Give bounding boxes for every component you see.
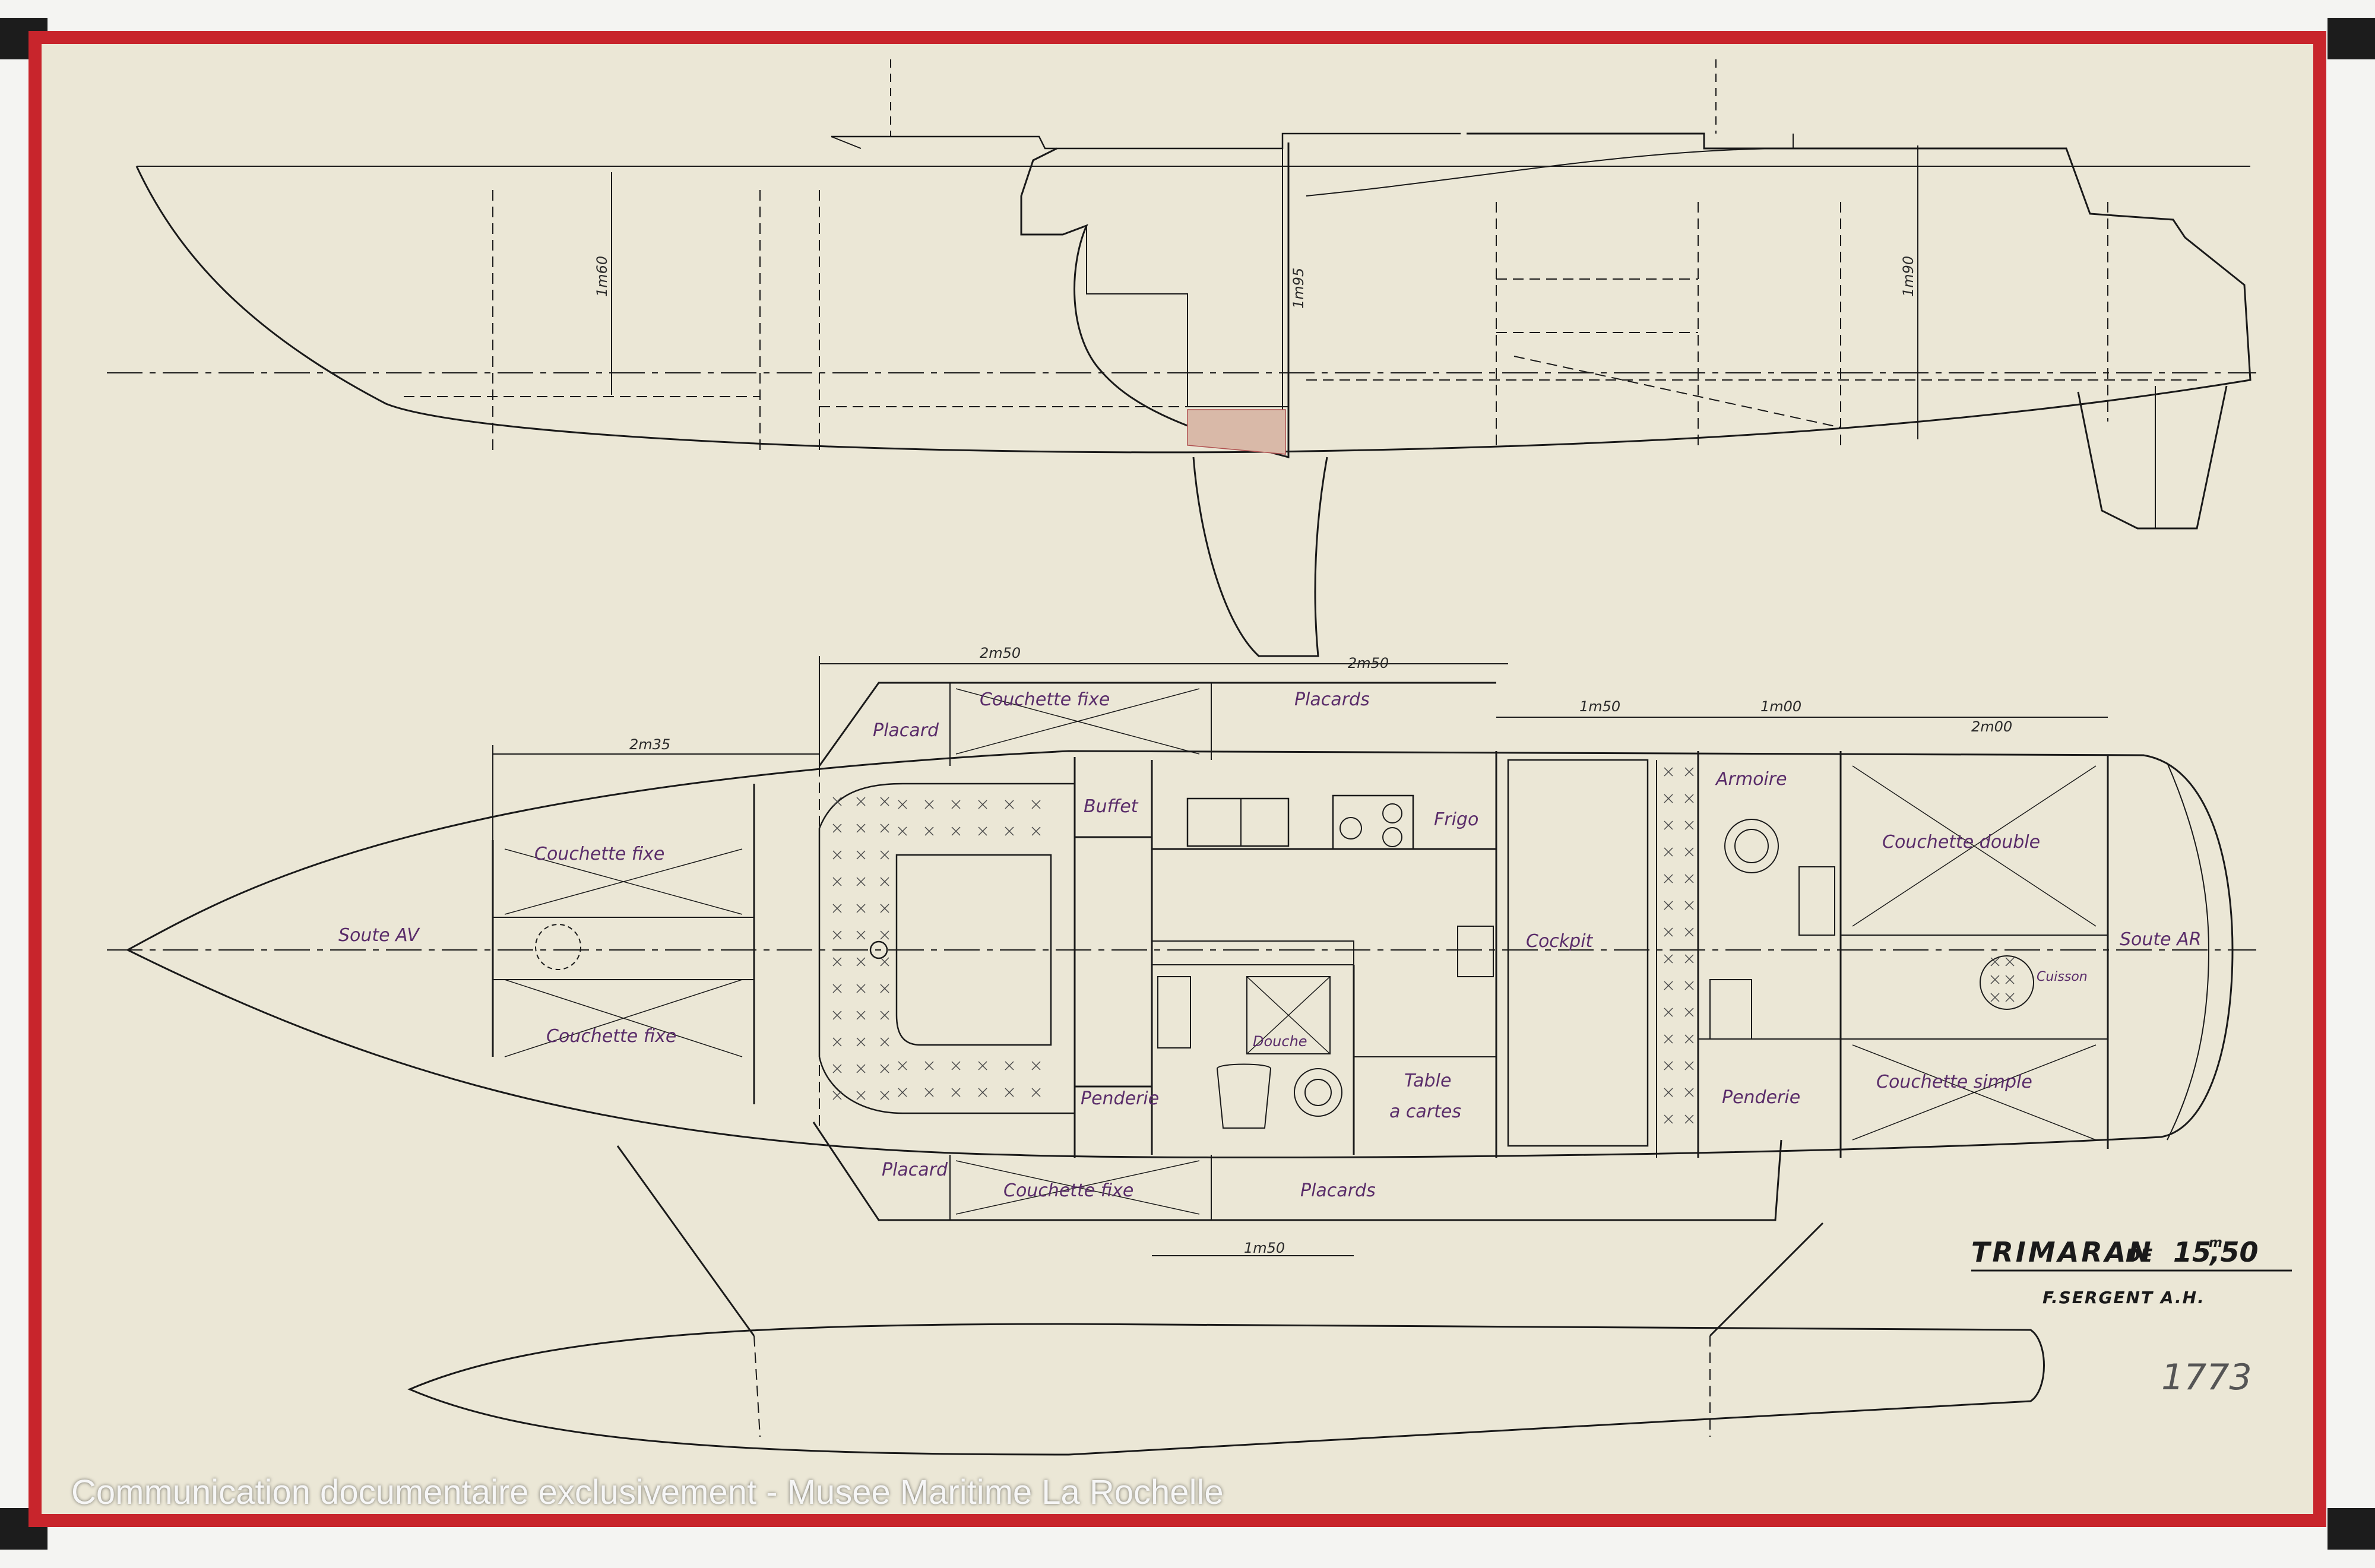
profile-view xyxy=(107,59,2256,657)
dim-label: 2m00 xyxy=(1971,718,2012,735)
label-couchette-simple: Couchette simple xyxy=(1876,1072,2032,1092)
label-couchette-fixe-fwd-2: Couchette fixe xyxy=(546,1026,676,1047)
label-table-1: Table xyxy=(1404,1070,1451,1091)
dim-label: 1m50 xyxy=(1579,698,1620,715)
label-placards-top: Placards xyxy=(1294,689,1370,710)
label-couchette-fixe-fwd-1: Couchette fixe xyxy=(534,844,664,864)
title-size: 15 xyxy=(2173,1236,2211,1268)
label-douche: Douche xyxy=(1253,1033,1307,1050)
label-soute-ar: Soute AR xyxy=(2120,929,2202,950)
label-table-2: a cartes xyxy=(1389,1101,1461,1122)
dim-profile-aft: 1m90 xyxy=(1900,256,1917,297)
archive-caption: Communication documentaire exclusivement… xyxy=(71,1473,1224,1512)
label-penderie-1: Penderie xyxy=(1081,1088,1159,1109)
room-labels: Placard Couchette fixe Placards Buffet F… xyxy=(338,689,2202,1201)
label-couchette-fixe-top: Couchette fixe xyxy=(980,689,1110,710)
dim-label: 2m50 xyxy=(980,645,1021,661)
tape-top-right xyxy=(2328,18,2375,59)
tape-bottom-right xyxy=(2328,1508,2375,1550)
dim-profile-fwd: 1m60 xyxy=(594,256,610,297)
plan-dimension-labels: 2m50 2m50 2m35 1m50 1m00 2m00 1m50 xyxy=(629,645,2012,1256)
dim-label: 2m35 xyxy=(629,736,670,753)
label-placard-top: Placard xyxy=(873,720,939,741)
label-frigo: Frigo xyxy=(1434,809,1478,830)
title-de: DE xyxy=(2126,1246,2153,1266)
label-buffet: Buffet xyxy=(1084,796,1139,817)
profile-dimension-labels: 1m60 1m95 1m90 xyxy=(594,256,1917,309)
dim-label: 1m50 xyxy=(1244,1240,1285,1256)
label-couchette-double: Couchette double xyxy=(1882,832,2040,853)
label-couchette-fixe-bot: Couchette fixe xyxy=(1003,1180,1133,1201)
label-armoire: Armoire xyxy=(1715,769,1787,790)
drawing-paper xyxy=(28,31,2326,1527)
plan-number: 1773 xyxy=(2161,1357,2252,1398)
cross-hatch-pattern xyxy=(832,767,2015,1124)
label-cockpit: Cockpit xyxy=(1526,931,1594,952)
label-placards-bot: Placards xyxy=(1300,1180,1376,1201)
label-placard-bot: Placard xyxy=(882,1160,948,1180)
designer-name: F.SERGENT A.H. xyxy=(2042,1288,2205,1307)
title-size-sup: m xyxy=(2209,1236,2222,1250)
label-penderie-2: Penderie xyxy=(1722,1087,1800,1108)
title-block: TRIMARAN DE 15 m ,50 F.SERGENT A.H. 1773 xyxy=(1971,1236,2292,1398)
label-soute-av: Soute AV xyxy=(338,925,420,946)
title-main: TRIMARAN xyxy=(1971,1236,2154,1268)
title-size-dec: ,50 xyxy=(2209,1236,2259,1268)
dim-label: 2m50 xyxy=(1348,655,1389,671)
label-cuisson: Cuisson xyxy=(2037,970,2088,984)
dim-label: 1m00 xyxy=(1760,698,1801,715)
plan-view xyxy=(107,656,2256,1456)
dim-profile-mid: 1m95 xyxy=(1290,268,1307,309)
